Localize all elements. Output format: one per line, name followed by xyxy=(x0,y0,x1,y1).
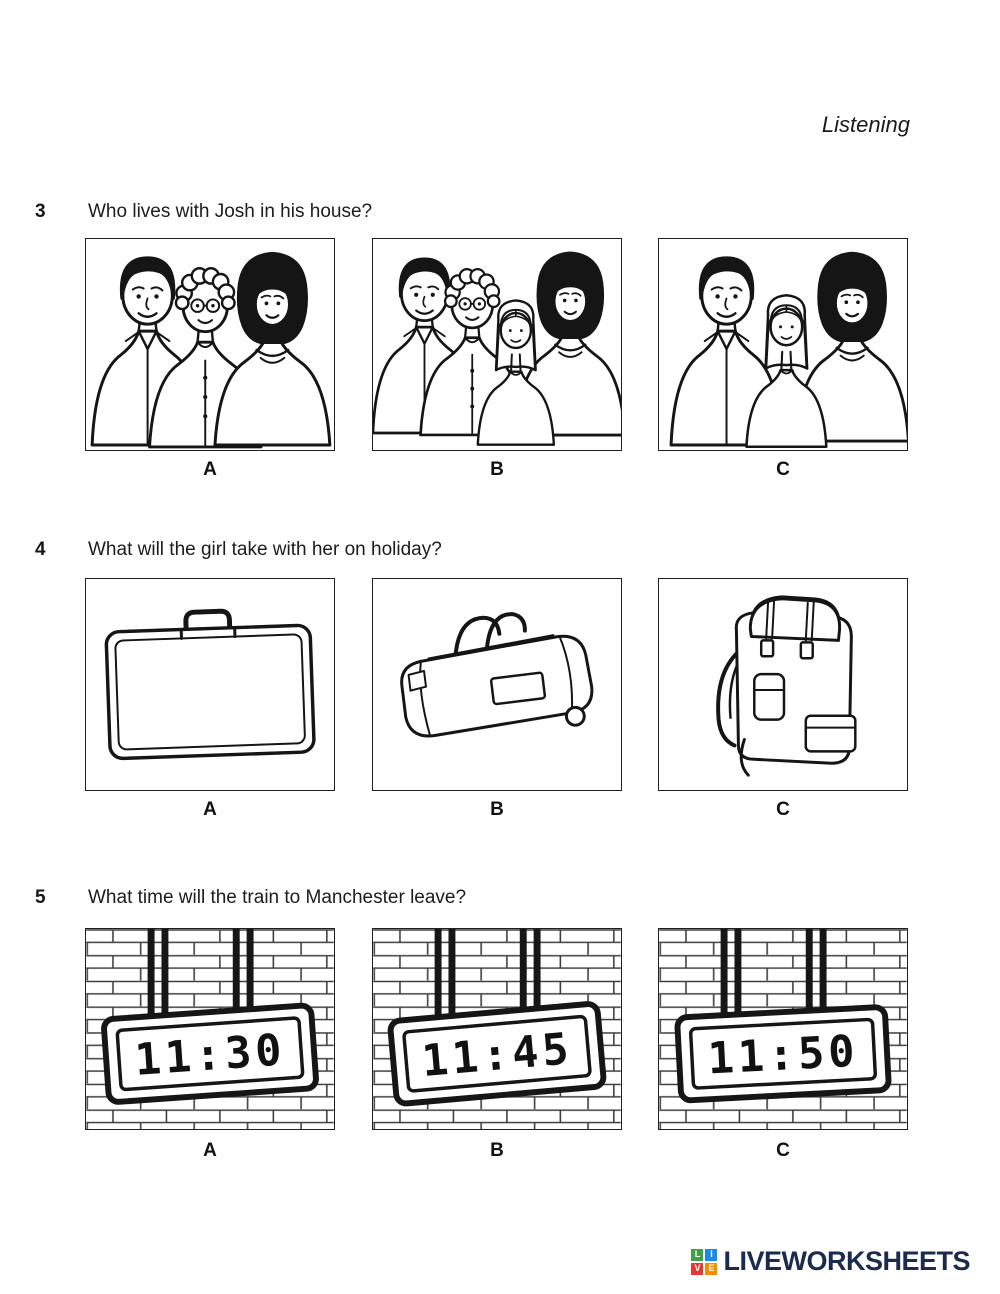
family-photo-a-illustration xyxy=(90,251,332,449)
logo-tile-i: I xyxy=(705,1248,718,1261)
logo-tile-v: V xyxy=(691,1262,704,1275)
option-label-5b: B xyxy=(490,1140,504,1161)
clock-time-c: 11:50 xyxy=(706,1027,859,1085)
station-clock-a-illustration: 11:30 xyxy=(86,929,334,1129)
option-label-4c: C xyxy=(776,799,790,820)
clock-time-a: 11:30 xyxy=(133,1025,287,1085)
question-4-text: What will the girl take with her on holi… xyxy=(88,539,442,560)
liveworksheets-brand-text: LIVEWORKSHEETS xyxy=(723,1246,970,1276)
question-4-number: 4 xyxy=(35,539,46,560)
suitcase-illustration xyxy=(104,608,316,761)
station-clock-b-illustration: 11:45 xyxy=(373,929,621,1129)
footer-brand[interactable]: L I V E LIVEWORKSHEETS xyxy=(691,1246,970,1277)
station-clock-c-illustration: 11:50 xyxy=(659,929,907,1129)
option-label-4b: B xyxy=(490,799,504,820)
family-photo-b-illustration xyxy=(373,251,621,446)
option-label-3a: A xyxy=(203,459,217,480)
option-label-4a: A xyxy=(203,799,217,820)
option-box-5c[interactable]: 11:50 xyxy=(658,928,908,1130)
question-3-text: Who lives with Josh in his house? xyxy=(88,201,373,222)
option-box-4a[interactable] xyxy=(85,578,335,791)
question-3-number: 3 xyxy=(35,201,46,222)
option-box-4c[interactable] xyxy=(658,578,908,791)
option-box-3b[interactable] xyxy=(372,238,622,451)
family-photo-c-illustration xyxy=(669,251,907,448)
question-5-text: What time will the train to Manchester l… xyxy=(88,887,467,908)
logo-tile-l: L xyxy=(691,1248,704,1261)
option-box-3a[interactable] xyxy=(85,238,335,451)
option-box-4b[interactable] xyxy=(372,578,622,791)
option-label-3b: B xyxy=(490,459,504,480)
option-box-5b[interactable]: 11:45 xyxy=(372,928,622,1130)
backpack-illustration xyxy=(716,595,857,777)
option-box-3c[interactable] xyxy=(658,238,908,451)
page-title: Listening xyxy=(821,112,910,137)
logo-tile-e: E xyxy=(705,1262,718,1275)
liveworksheets-logo-icon: L I V E xyxy=(691,1248,718,1275)
question-5-number: 5 xyxy=(35,887,46,908)
option-box-5a[interactable]: 11:30 xyxy=(85,928,335,1130)
option-label-5a: A xyxy=(203,1140,217,1161)
option-label-3c: C xyxy=(776,459,790,480)
option-label-5c: C xyxy=(776,1140,790,1161)
duffel-bag-illustration xyxy=(400,612,594,738)
